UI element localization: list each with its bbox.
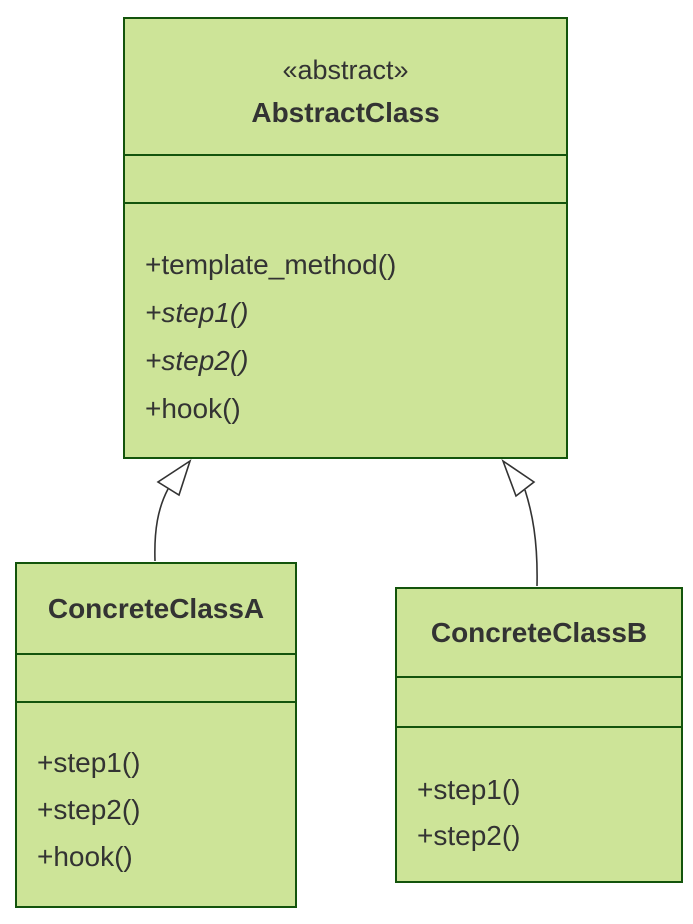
class-box-concreteclassa: ConcreteClassA +step1() +step2() +hook() bbox=[15, 562, 297, 908]
hollow-triangle-arrowhead bbox=[501, 458, 536, 498]
class-title: ConcreteClassA bbox=[17, 564, 295, 655]
class-name: ConcreteClassA bbox=[47, 592, 265, 624]
class-attributes-section bbox=[125, 156, 566, 204]
method-item: +step2() bbox=[37, 794, 141, 825]
class-title: «abstract» AbstractClass bbox=[125, 19, 566, 156]
method-item: +hook() bbox=[145, 393, 241, 424]
method-item: +step2() bbox=[145, 345, 249, 376]
class-name: ConcreteClassB bbox=[430, 616, 648, 648]
class-box-concreteclassb: ConcreteClassB +step1() +step2() bbox=[395, 587, 683, 883]
class-methods-section: +template_method() +step1() +step2() +ho… bbox=[125, 204, 566, 457]
class-methods-section: +step1() +step2() +hook() bbox=[17, 703, 295, 906]
class-name: AbstractClass bbox=[251, 97, 440, 128]
class-attributes-section bbox=[397, 678, 681, 728]
method-item: +step1() bbox=[417, 774, 521, 805]
method-item: +step1() bbox=[145, 297, 249, 328]
class-title: ConcreteClassB bbox=[397, 589, 681, 678]
inheritance-edge-b bbox=[501, 458, 538, 587]
hollow-triangle-arrowhead bbox=[156, 459, 192, 497]
class-methods-section: +step1() +step2() bbox=[397, 728, 681, 881]
method-item: +step1() bbox=[37, 747, 141, 778]
class-stereotype: «abstract» bbox=[282, 55, 409, 85]
class-attributes-section bbox=[17, 655, 295, 703]
class-box-abstractclass: «abstract» AbstractClass +template_metho… bbox=[123, 17, 568, 459]
method-item: +step2() bbox=[417, 820, 521, 851]
method-item: +hook() bbox=[37, 841, 133, 872]
method-item: +template_method() bbox=[145, 249, 397, 280]
inheritance-edge-a bbox=[154, 459, 192, 562]
